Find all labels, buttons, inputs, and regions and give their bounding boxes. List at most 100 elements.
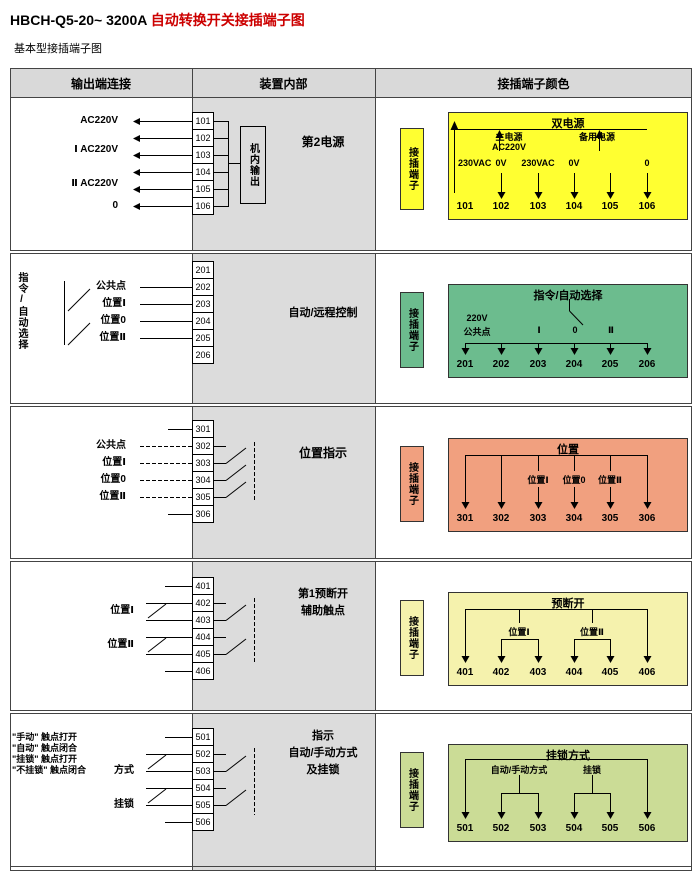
page-subtitle: 基本型接插端子图 — [14, 43, 102, 55]
row5-middle-label-1: 指示 — [312, 730, 334, 742]
terminal-strip-row2: 201 202 203 204 205 206 — [192, 261, 214, 364]
row5-middle-label-3: 及挂锁 — [306, 764, 340, 776]
panel-number: 405 — [601, 667, 619, 678]
terminal-box: 501 — [192, 728, 214, 746]
wire-label: 位置Ⅰ — [102, 298, 126, 309]
panel-label: 位置Ⅱ — [580, 627, 604, 637]
wire-label: 挂锁 — [114, 799, 134, 810]
terminal-strip-row1: 101 102 103 104 105 106 — [192, 112, 214, 215]
row-separator — [10, 403, 692, 407]
page-title-name: 自动转换开关接插端子图 — [150, 12, 305, 28]
wire-label: 位置0 — [100, 474, 126, 485]
panel-title: 指令/自动选择 — [533, 290, 603, 302]
terminal-strip-row5: 501 502 503 504 505 506 — [192, 728, 214, 831]
terminal-box: 302 — [192, 437, 214, 455]
panel-label: 0 — [644, 158, 650, 168]
panel-label: 230VAC — [458, 158, 492, 168]
terminal-box: 304 — [192, 471, 214, 489]
terminal-box: 205 — [192, 329, 214, 347]
wire-label: 位置Ⅱ — [99, 491, 126, 502]
terminal-box: 203 — [192, 295, 214, 313]
contact-note: "不挂锁" 触点闭合 — [12, 765, 87, 775]
terminal-strip-row3: 301 302 303 304 305 306 — [192, 420, 214, 523]
terminal-box: 104 — [192, 163, 214, 181]
panel-number: 301 — [456, 513, 474, 524]
terminal-box: 401 — [192, 577, 214, 595]
panel-label: 230VAC — [521, 158, 555, 168]
row1-middle-label: 第2电源 — [301, 135, 345, 149]
panel-label: 0V — [495, 158, 507, 168]
panel-number: 102 — [492, 201, 510, 212]
column-divider-right — [375, 68, 376, 871]
row2-color-panel: 指令/自动选择 220V 公共点 Ⅰ 0 Ⅱ 201 202 203 204 2… — [448, 284, 688, 378]
panel-title: 预断开 — [551, 598, 585, 610]
panel-number: 501 — [456, 823, 474, 834]
terminal-box: 103 — [192, 146, 214, 164]
row5-color-panel: 挂锁方式 自动/手动方式 挂锁 501 502 503 504 505 506 — [448, 744, 688, 842]
wire-label: AC220V — [80, 115, 118, 126]
panel-number: 504 — [565, 823, 583, 834]
table-header-row — [11, 69, 691, 98]
terminal-box: 503 — [192, 762, 214, 780]
terminal-box: 405 — [192, 645, 214, 663]
terminal-box: 303 — [192, 454, 214, 472]
panel-title: 双电源 — [551, 118, 585, 130]
panel-number: 406 — [638, 667, 656, 678]
panel-number: 503 — [529, 823, 547, 834]
row4-panel-arrows — [461, 609, 652, 663]
row1-color-panel: 双电源 主电源 AC220V 备用电源 230VAC 0V 230VAC 0V … — [448, 112, 688, 220]
panel-label: 挂锁 — [582, 765, 601, 775]
panel-number: 202 — [492, 359, 510, 370]
row4-middle-label-2: 辅助触点 — [301, 605, 345, 617]
panel-label: 主电源 — [495, 132, 523, 142]
row3-color-panel: 位置 位置Ⅰ 位置0 位置Ⅱ 301 302 303 304 305 306 — [448, 438, 688, 532]
panel-number: 302 — [492, 513, 510, 524]
internal-output-box: 机内输出 — [240, 126, 266, 204]
row-separator — [10, 710, 692, 714]
row3-panel-arrows — [461, 455, 652, 509]
panel-number: 303 — [529, 513, 547, 524]
bottom-double-line — [10, 866, 692, 867]
panel-label: 公共点 — [463, 327, 491, 337]
wire-label: 位置0 — [100, 315, 126, 326]
panel-title: 挂锁方式 — [546, 750, 590, 762]
panel-number: 205 — [601, 359, 619, 370]
terminal-box: 404 — [192, 628, 214, 646]
row1-internal-wiring — [214, 121, 240, 207]
wire-label: 方式 — [114, 765, 134, 776]
panel-label: 220V — [466, 313, 488, 323]
row4-internal-contacts — [214, 598, 255, 662]
wire-label: 公共点 — [96, 440, 126, 451]
panel-label: Ⅰ — [537, 325, 541, 335]
panel-number: 206 — [638, 359, 656, 370]
panel-number: 106 — [638, 201, 656, 212]
contact-note: "自动" 触点闭合 — [12, 743, 78, 753]
page-title: HBCH-Q5-20~ 3200A 自动转换开关接插端子图 — [10, 10, 305, 30]
panel-number: 306 — [638, 513, 656, 524]
panel-label: Ⅱ — [608, 325, 614, 335]
contact-note: "挂锁" 触点打开 — [12, 754, 78, 764]
middle-column-background — [192, 98, 375, 870]
row5-panel-arrows — [461, 759, 652, 819]
connector-tab: 接插端子 — [400, 292, 424, 368]
row2-middle-label: 自动/远程控制 — [288, 307, 358, 319]
panel-number: 101 — [456, 201, 474, 212]
panel-label: 位置Ⅰ — [520, 473, 556, 486]
terminal-box: 206 — [192, 346, 214, 364]
row4-wiring — [146, 586, 192, 672]
panel-label: 备用电源 — [578, 132, 615, 142]
panel-number: 203 — [529, 359, 547, 370]
panel-number: 403 — [529, 667, 547, 678]
row3-internal-contacts — [214, 442, 255, 502]
terminal-box: 301 — [192, 420, 214, 438]
wire-label: 公共点 — [96, 281, 126, 292]
wire-label: 位置Ⅰ — [110, 605, 134, 616]
row5-internal-contacts — [214, 748, 255, 815]
panel-label: AC220V — [491, 142, 527, 152]
panel-number: 105 — [601, 201, 619, 212]
panel-number: 201 — [456, 359, 474, 370]
terminal-box: 102 — [192, 129, 214, 147]
row4-color-panel: 预断开 位置Ⅰ 位置Ⅱ 401 402 403 404 405 406 — [448, 592, 688, 686]
terminal-box: 305 — [192, 488, 214, 506]
